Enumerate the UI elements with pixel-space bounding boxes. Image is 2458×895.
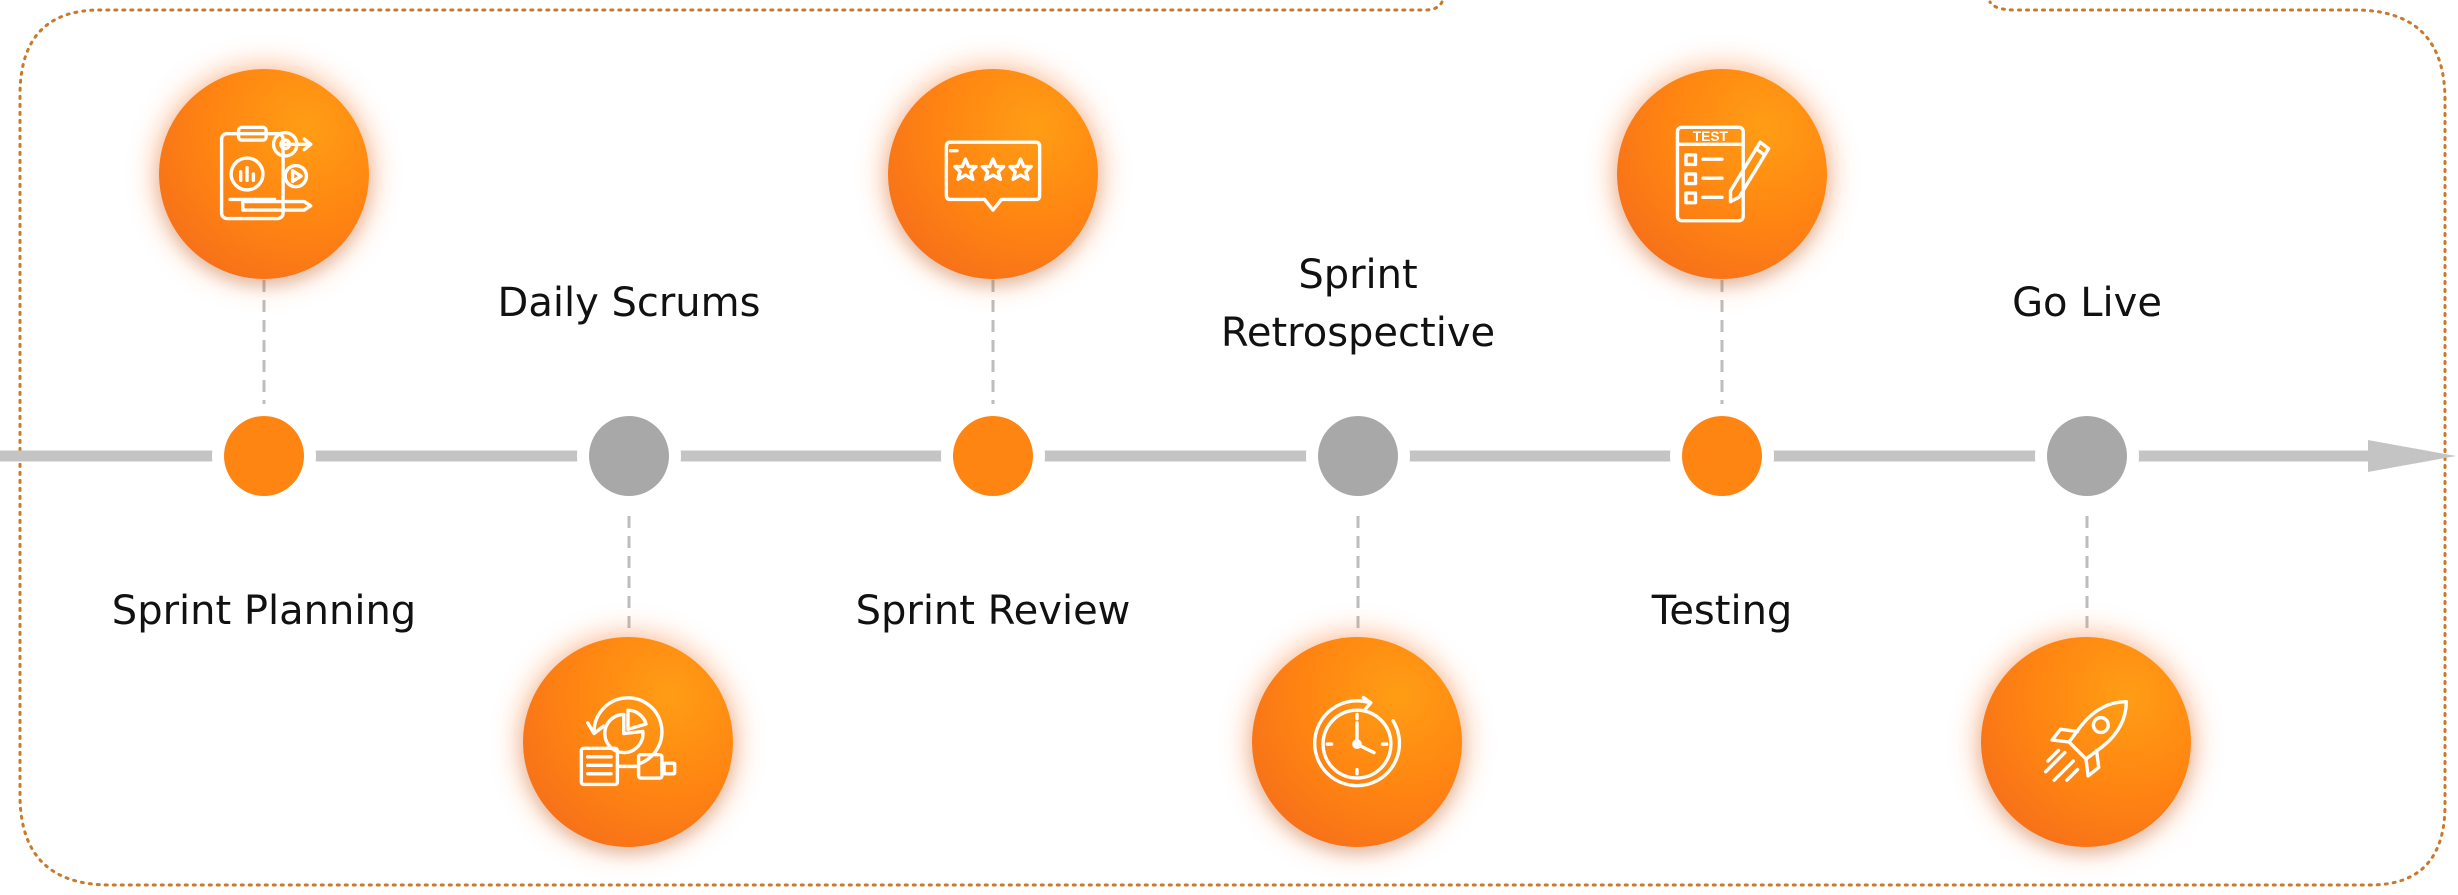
stage-label-testing: Testing (1651, 588, 1793, 634)
test-icon-text: TEST (1693, 129, 1729, 144)
node-dot-sprint-planning (224, 416, 304, 496)
stage-circle-sprint-retrospective (1252, 637, 1462, 847)
stage-label-go-live: Go Live (2012, 280, 2162, 326)
test-checklist-icon: TEST (1675, 125, 1771, 223)
stage-circle-testing: TEST (1617, 69, 1827, 279)
stage-circle-sprint-planning (159, 69, 369, 279)
rocket-icon (2044, 700, 2128, 782)
stage-label-sprint-retrospective: Sprint Retrospective (1220, 252, 1496, 356)
node-dot-sprint-review (953, 416, 1033, 496)
node-dot-daily-scrums (589, 416, 669, 496)
node-dot-go-live (2047, 416, 2127, 496)
planning-clipboard-icon (219, 125, 313, 221)
stage-label-sprint-planning: Sprint Planning (111, 588, 417, 634)
stage-circle-go-live (1981, 637, 2191, 847)
stopwatch-icon (1312, 695, 1402, 788)
stage-label-daily-scrums: Daily Scrums (497, 280, 761, 326)
frame-border (18, 0, 2447, 887)
review-stars-icon (944, 140, 1042, 212)
stage-circle-daily-scrums (523, 637, 733, 847)
stage-label-sprint-review: Sprint Review (855, 588, 1131, 634)
stage-circle-sprint-review (888, 69, 1098, 279)
scrum-cycle-icon (579, 696, 677, 787)
node-dot-testing (1682, 416, 1762, 496)
timeline-arrowhead (2368, 440, 2456, 472)
node-dot-sprint-retrospective (1318, 416, 1398, 496)
